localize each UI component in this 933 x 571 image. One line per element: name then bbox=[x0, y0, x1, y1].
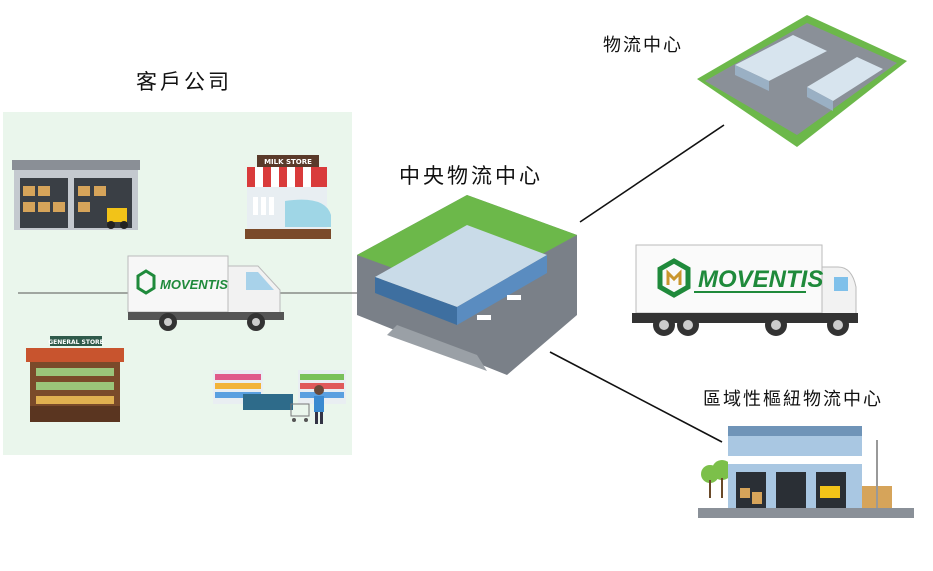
central-title: 中央物流中心 bbox=[399, 164, 543, 188]
regional-hub-illustration bbox=[698, 426, 914, 518]
warehouse-illustration bbox=[12, 160, 140, 230]
truck-brand: MOVENTIS bbox=[698, 266, 823, 293]
milk-store-sign: MILK STORE bbox=[264, 158, 312, 166]
customer-truck-brand: MOVENTIS bbox=[160, 277, 228, 292]
logistics-center-illustration bbox=[697, 15, 907, 147]
supermarket-illustration bbox=[213, 370, 346, 424]
milk-store-illustration: MILK STORE bbox=[245, 155, 331, 239]
moventis-truck-illustration: MOVENTIS bbox=[632, 244, 858, 336]
line-central-regional bbox=[549, 351, 723, 443]
customer-truck-illustration: MOVENTIS bbox=[127, 255, 284, 331]
general-store-sign: GENERAL STORE bbox=[48, 339, 104, 346]
logistics-title: 物流中心 bbox=[603, 35, 683, 56]
regional-title: 區域性樞紐物流中心 bbox=[703, 389, 883, 410]
customer-title: 客戶公司 bbox=[136, 70, 232, 94]
general-store-illustration: GENERAL STORE bbox=[26, 336, 124, 422]
central-dc-illustration bbox=[357, 195, 577, 375]
line-central-logistics bbox=[579, 124, 725, 223]
